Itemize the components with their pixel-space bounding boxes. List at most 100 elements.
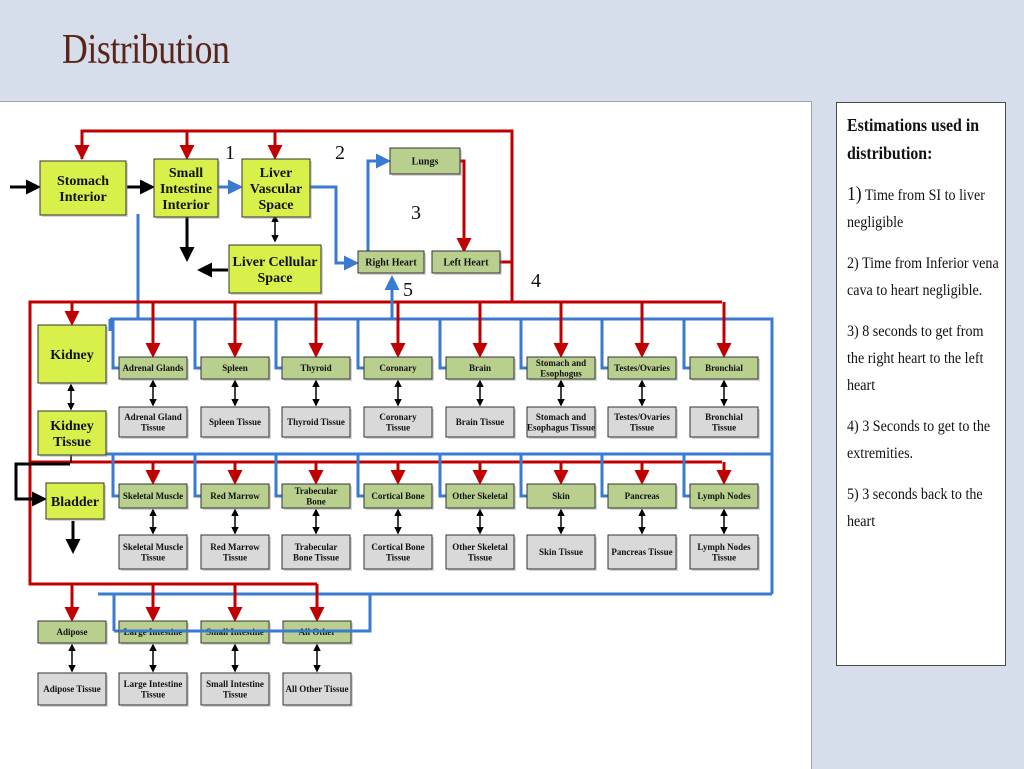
row1-organ-2-label: Thyroid — [300, 363, 331, 373]
row3-organ-3: All Other — [282, 620, 353, 645]
left-heart-box-label: Left Heart — [443, 258, 489, 269]
row2-organ-2-label: Trabecular — [295, 486, 338, 496]
row2-organ-6: Pancreas — [607, 483, 678, 510]
row1-organ-5-label: Stomach and — [536, 358, 586, 368]
row1-tissue-2-label: Thyroid Tissue — [287, 417, 345, 427]
estimation-item: 5) 3 seconds back to the heart — [847, 481, 1001, 535]
step-marker-5: 5 — [403, 279, 413, 301]
estimation-number: 2) — [847, 255, 859, 272]
liver-cellular-box-label: Liver Cellular — [233, 255, 318, 270]
estimation-item: 3) 8 seconds to get from the right heart… — [847, 318, 1001, 399]
estimation-number: 1) — [847, 183, 862, 205]
row1-organ-2: Thyroid — [281, 356, 352, 381]
row3-tissue-0: Adipose Tissue — [37, 672, 108, 707]
row2-tissue-6: Pancreas Tissue — [607, 534, 678, 571]
row2-organ-3-label: Cortical Bone — [371, 491, 424, 501]
row1-tissue-3-label: Tissue — [386, 422, 410, 432]
row2-vein-5 — [519, 454, 527, 498]
estimation-item: 2) Time from Inferior vena cava to heart… — [847, 250, 1001, 304]
row1-tissue-6-label: Testes/Ovaries — [614, 412, 670, 422]
estimation-number: 4) — [847, 418, 859, 435]
row2-organ-5-label: Skin — [552, 491, 570, 501]
row2-organ-6-label: Pancreas — [625, 491, 660, 501]
row1-organ-0-label: Adrenal Glands — [122, 363, 184, 373]
row2-organ-1-label: Red Marrow — [210, 491, 260, 501]
row2-organ-1: Red Marrow — [200, 483, 271, 510]
row2-organ-0-label: Skeletal Muscle — [123, 491, 183, 501]
row2-vein-1 — [193, 454, 201, 498]
row3-organ-1: Large Intestine — [118, 620, 189, 645]
step-marker-1: 1 — [225, 142, 235, 164]
kidney-tissue-box-label: Kidney — [50, 419, 94, 434]
liver-vascular-box-label: Vascular — [250, 182, 302, 197]
row1-tissue-0-label: Adrenal Gland — [124, 412, 182, 422]
row2-tissue-5-label: Skin Tissue — [539, 547, 583, 557]
row3-tissue-2-label: Tissue — [223, 689, 247, 699]
row2-tissue-0-label: Skeletal Muscle — [123, 542, 183, 552]
row3-tissue-0-label: Adipose Tissue — [43, 684, 100, 694]
row1-organ-0: Adrenal Glands — [118, 356, 189, 381]
row1-tissue-1-label: Spleen Tissue — [209, 417, 261, 427]
estimation-text: 3 seconds back to the heart — [847, 486, 983, 530]
row3-tissue-3: All Other Tissue — [282, 672, 353, 707]
row2-tissue-2-label: Bone Tissue — [293, 552, 339, 562]
right-heart-box: Right Heart — [357, 250, 426, 275]
row2-organ-4: Other Skeletal — [445, 483, 516, 510]
stomach-interior-box-label: Interior — [59, 190, 106, 205]
row3-organ-0: Adipose — [37, 620, 108, 645]
row2-vein-4 — [438, 454, 446, 498]
row2-organ-4-label: Other Skeletal — [452, 491, 508, 501]
row1-tissue-3-label: Coronary — [379, 412, 417, 422]
kidney-box-label: Kidney — [50, 348, 94, 363]
row2-tissue-2-label: Trabecular — [295, 542, 338, 552]
right-heart-box-label: Right Heart — [365, 258, 417, 269]
estimation-text: Time from Inferior vena cava to heart ne… — [847, 255, 999, 299]
lungs-box-label: Lungs — [412, 157, 439, 168]
row2-organ-7: Lymph Nodes — [689, 483, 760, 510]
liver-cellular-box-label: Space — [258, 271, 293, 286]
estimation-item: 4) 3 Seconds to get to the extremities. — [847, 413, 1001, 467]
row1-tissue-7-label: Tissue — [712, 422, 736, 432]
row2-tissue-0-label: Tissue — [141, 552, 165, 562]
row3-organ-2: Small Intestine — [200, 620, 271, 645]
row2-tissue-6-label: Pancreas Tissue — [611, 547, 672, 557]
bladder-box: Bladder — [45, 482, 106, 521]
row1-tissue-0-label: Tissue — [141, 422, 165, 432]
row1-vein-0 — [111, 319, 119, 370]
row1-vein-2 — [274, 319, 282, 370]
row1-vein-3 — [356, 319, 364, 370]
row2-tissue-5: Skin Tissue — [526, 534, 597, 571]
estimation-text: 8 seconds to get from the right heart to… — [847, 323, 984, 394]
row1-tissue-4-label: Brain Tissue — [456, 417, 504, 427]
row2-vein-7 — [682, 454, 690, 498]
row2-vein-3 — [356, 454, 364, 498]
row1-vein-7 — [682, 319, 690, 370]
liver-vascular-box-label: Space — [259, 198, 294, 213]
row2-tissue-1-label: Tissue — [223, 552, 247, 562]
row1-vein-6 — [600, 319, 608, 370]
kidney-to-bladder — [14, 462, 70, 507]
row2-tissue-4-label: Other Skeletal — [452, 542, 508, 552]
row1-organ-6: Testes/Ovaries — [607, 356, 678, 381]
row2-organ-7-label: Lymph Nodes — [697, 491, 751, 501]
row1-organ-1-label: Spleen — [222, 363, 248, 373]
row1-tissue-1: Spleen Tissue — [200, 406, 271, 439]
row1-organ-7-label: Bronchial — [705, 363, 743, 373]
row1-organ-7: Bronchial — [689, 356, 760, 381]
row2-vein-6 — [600, 454, 608, 498]
row1-tissue-6-label: Tissue — [630, 422, 654, 432]
vein-row3-right — [352, 594, 372, 633]
